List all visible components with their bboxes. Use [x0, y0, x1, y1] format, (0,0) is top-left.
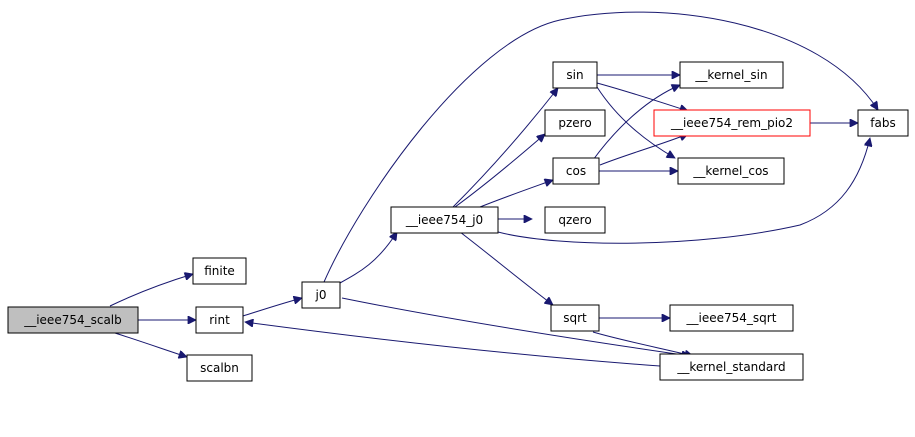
node-rint[interactable]: rint — [195, 306, 244, 334]
node-finite[interactable]: finite — [192, 257, 247, 285]
edge-ieee754-j0-sqrt — [459, 231, 553, 305]
node-kernel-cos[interactable]: __kernel_cos — [677, 157, 785, 185]
edge-ieee754-j0-fabs — [497, 138, 870, 244]
node-label: sin — [566, 68, 583, 82]
edge-sin-rem-pio2 — [596, 82, 688, 111]
edge-ieee754-j0-pzero — [454, 134, 545, 208]
node-label: fabs — [870, 116, 895, 130]
edge-scalb-finite — [109, 274, 193, 307]
edges — [109, 11, 878, 367]
edge-cos-kernel-sin — [592, 85, 680, 161]
node-label: __kernel_standard — [676, 360, 785, 374]
edge-ieee754-j0-cos — [479, 180, 553, 208]
node-label: scalbn — [200, 361, 239, 375]
node-label: qzero — [558, 213, 591, 227]
node-label: __ieee754_rem_pio2 — [670, 116, 793, 130]
edge-j0-fabs — [323, 11, 878, 283]
node-label: cos — [566, 164, 586, 178]
edge-scalb-scalbn — [114, 332, 187, 357]
node-label: __ieee754_sqrt — [686, 311, 777, 325]
edge-sin-kernel-cos — [596, 86, 675, 158]
node-label: __ieee754_scalb — [23, 313, 122, 327]
node-kernel-sin[interactable]: __kernel_sin — [679, 61, 784, 89]
node-cos[interactable]: cos — [552, 157, 600, 185]
node-label: pzero — [558, 116, 591, 130]
node-label: rint — [209, 313, 230, 327]
node-kernel-standard[interactable]: __kernel_standard — [659, 353, 804, 381]
node-qzero[interactable]: qzero — [544, 206, 606, 234]
node-sqrt[interactable]: sqrt — [550, 304, 600, 332]
node-pzero[interactable]: pzero — [544, 109, 606, 137]
node-label: j0 — [315, 288, 327, 302]
edge-j0-ieee754-j0 — [339, 232, 397, 284]
nodes: __ieee754_scalb finite rint scalbn j0 __… — [7, 61, 909, 382]
node-label: __kernel_sin — [694, 68, 767, 82]
edge-sqrt-kernel-standard — [592, 331, 693, 356]
node-ieee754-j0[interactable]: __ieee754_j0 — [390, 206, 499, 234]
node-label: sqrt — [563, 311, 587, 325]
node-scalbn[interactable]: scalbn — [186, 354, 253, 382]
edge-j0-kernel-standard — [341, 297, 690, 356]
node-label: __ieee754_j0 — [405, 213, 483, 227]
edge-kernel-standard-rint — [245, 322, 661, 367]
node-ieee754-sqrt[interactable]: __ieee754_sqrt — [669, 304, 794, 332]
node-label: __kernel_cos — [692, 164, 768, 178]
edge-ieee754-j0-sin — [452, 88, 558, 208]
node-ieee754-rem-pio2[interactable]: __ieee754_rem_pio2 — [653, 109, 811, 137]
node-label: finite — [204, 264, 235, 278]
edge-cos-rem-pio2 — [599, 134, 688, 166]
node-ieee754-scalb[interactable]: __ieee754_scalb — [7, 306, 139, 334]
node-sin[interactable]: sin — [552, 61, 598, 89]
edge-j0-rint — [242, 298, 302, 317]
node-j0[interactable]: j0 — [301, 281, 341, 309]
node-fabs[interactable]: fabs — [857, 109, 909, 137]
